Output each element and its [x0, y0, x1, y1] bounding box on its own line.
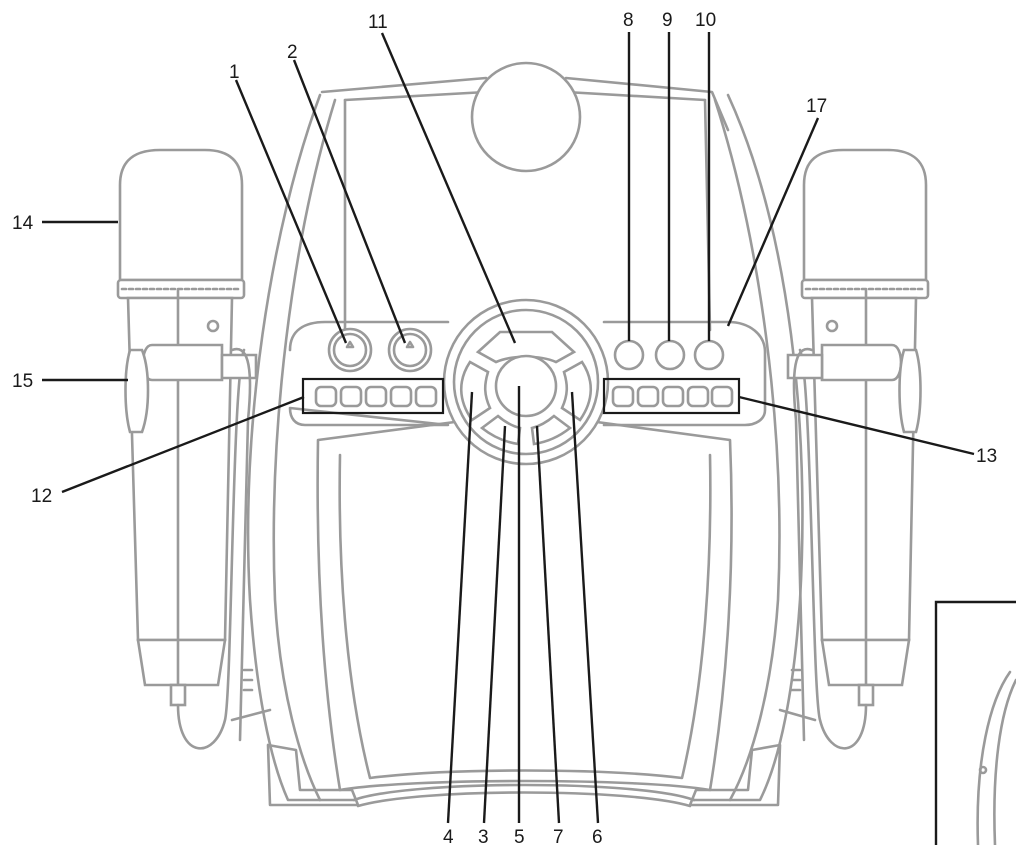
- right-side-panel: [692, 93, 804, 802]
- right-button-row: [611, 385, 734, 408]
- inset-detail: [934, 600, 1016, 845]
- label-11: 11: [368, 12, 388, 33]
- center-button: [494, 354, 558, 418]
- label-2: 2: [287, 42, 298, 63]
- mic-switch: [124, 348, 150, 434]
- label-8: 8: [623, 10, 634, 31]
- label-12: 12: [31, 486, 52, 507]
- callout-box-12: [301, 377, 445, 415]
- label-3: 3: [478, 827, 489, 845]
- left-side-panel: [246, 93, 356, 802]
- speaker-grille: [316, 418, 733, 792]
- control-panel: [288, 320, 767, 427]
- callout-box-13: [602, 377, 741, 415]
- camera-dome: [470, 61, 582, 173]
- label-15: 15: [12, 371, 33, 392]
- right-button-9: [654, 339, 686, 371]
- label-5: 5: [514, 827, 525, 845]
- label-14: 14: [12, 213, 34, 234]
- right-button-10: [693, 339, 725, 371]
- callout-labels: 1 2 11 8 9 10 17 14 15 12 13 4 3 5 7 6: [12, 10, 997, 845]
- label-13: 13: [976, 446, 997, 467]
- label-7: 7: [553, 827, 564, 845]
- label-6: 6: [592, 827, 603, 845]
- karaoke-machine: [230, 61, 817, 808]
- label-10: 10: [695, 10, 716, 31]
- right-microphone: [786, 148, 930, 750]
- center-control-pad: [442, 298, 610, 466]
- leader-lines: [42, 32, 975, 824]
- left-button-row: [314, 385, 438, 408]
- label-9: 9: [662, 10, 673, 31]
- left-microphone: [116, 148, 258, 750]
- right-button-8: [613, 339, 645, 371]
- label-4: 4: [443, 827, 454, 845]
- label-1: 1: [229, 62, 240, 83]
- label-17: 17: [806, 96, 827, 117]
